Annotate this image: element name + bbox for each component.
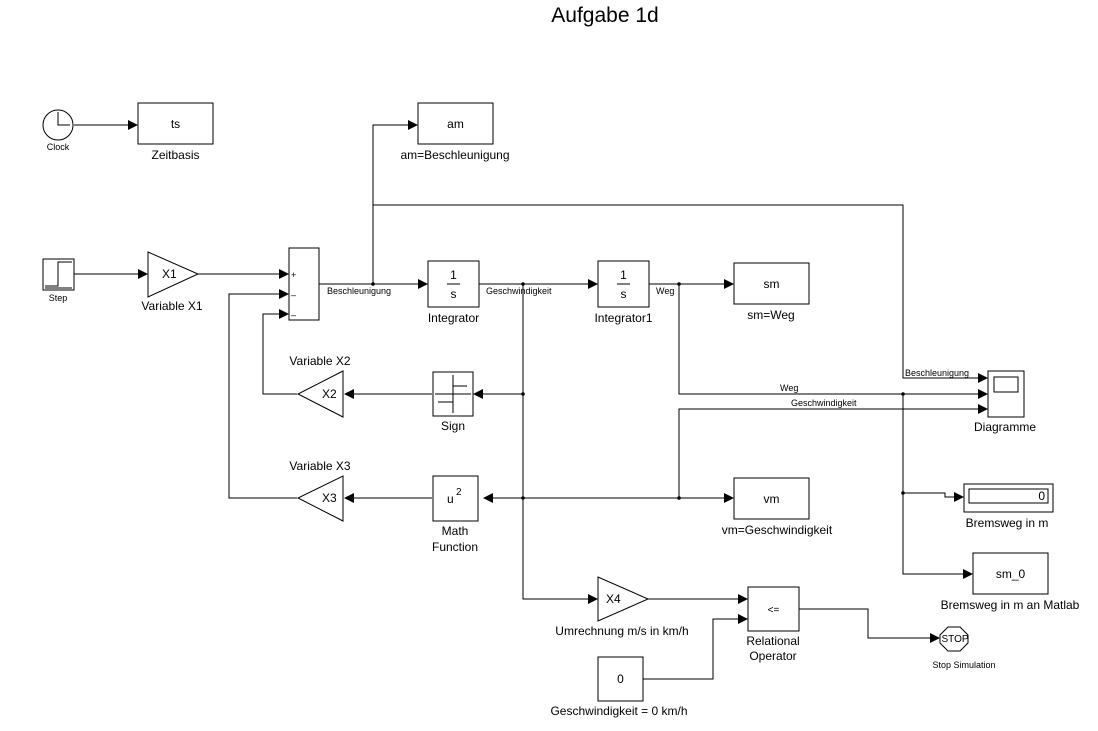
signal-label-scope-geschwindigkeit: Geschwindigkeit	[791, 398, 857, 408]
sm-content: sm	[764, 277, 780, 291]
integrator1-block[interactable]: 1 s Integrator1	[594, 260, 653, 325]
gain-x2-label: Variable X2	[289, 354, 350, 368]
sm-block[interactable]: sm sm=Weg	[733, 262, 810, 322]
relational-label-2: Operator	[749, 649, 796, 663]
signal-label-weg: Weg	[656, 286, 674, 296]
signal-label-beschleunigung: Beschleunigung	[327, 286, 391, 296]
wire-accel-scope[interactable]	[373, 204, 988, 383]
vm-content: vm	[764, 492, 780, 506]
wires	[74, 120, 988, 680]
step-label: Step	[49, 293, 68, 303]
sm0-label: Bremsweg in m an Matlab	[941, 598, 1080, 612]
junction-dot	[521, 496, 525, 500]
gain-x4-block[interactable]: X4 Umrechnung m/s in km/h	[555, 576, 689, 638]
clock-label: Clock	[47, 142, 70, 152]
integrator-label: Integrator	[428, 311, 479, 325]
integrator1-num: 1	[620, 268, 627, 282]
display-value: 0	[1038, 489, 1045, 503]
wire-accel-am[interactable]	[372, 120, 418, 284]
stop-content: STOP	[941, 634, 968, 645]
sum-port-minus-1: –	[291, 290, 296, 300]
stop-icon	[939, 626, 969, 652]
scope-label: Diagramme	[974, 420, 1036, 434]
sum-port-minus-2: –	[291, 310, 296, 320]
integrator-num: 1	[450, 268, 457, 282]
stop-label: Stop Simulation	[932, 660, 995, 670]
wire-vel-x4[interactable]	[522, 284, 598, 604]
constant-content: 0	[617, 672, 624, 686]
sum-block[interactable]: + – –	[288, 247, 320, 321]
vm-label: vm=Geschwindigkeit	[722, 523, 833, 537]
zeitbasis-content: ts	[171, 117, 180, 131]
wire-weg-scope[interactable]	[678, 284, 988, 399]
wire-const-relational[interactable]	[643, 614, 748, 680]
sign-label: Sign	[441, 419, 465, 433]
am-content: am	[447, 117, 464, 131]
signal-label-scope-beschleunigung: Beschleunigung	[905, 368, 969, 378]
signal-label-scope-weg: Weg	[780, 383, 798, 393]
stop-simulation-block[interactable]: STOP Stop Simulation	[932, 626, 996, 670]
zeitbasis-label: Zeitbasis	[151, 148, 199, 162]
junction-dot	[677, 282, 681, 286]
display-block[interactable]: 0 Bremsweg in m	[963, 483, 1054, 530]
junction-dot	[371, 282, 375, 286]
gain-x3-content: X3	[322, 491, 337, 505]
gain-x4-content: X4	[606, 592, 621, 606]
junction-dots	[371, 282, 905, 500]
wire-relational-stop[interactable]	[799, 608, 940, 643]
junction-dot	[521, 392, 525, 396]
scope-diagramme-block[interactable]: Diagramme	[974, 370, 1036, 434]
junction-dot	[677, 496, 681, 500]
gain-x1-content: X1	[162, 267, 177, 281]
scope-icon	[993, 376, 1019, 393]
gain-x2-content: X2	[322, 387, 337, 401]
clock-block[interactable]: Clock	[42, 109, 74, 152]
integrator-den: s	[451, 287, 457, 301]
am-label: am=Beschleunigung	[400, 148, 509, 162]
zeitbasis-block[interactable]: ts Zeitbasis	[137, 102, 214, 162]
wire-x2-sum[interactable]	[262, 309, 297, 395]
wire-x3-sum[interactable]	[228, 289, 297, 499]
relational-label-1: Relational	[746, 634, 799, 648]
sum-port-plus: +	[291, 270, 296, 280]
sign-block[interactable]: Sign	[432, 371, 474, 433]
gain-x4-label: Umrechnung m/s in km/h	[555, 624, 688, 638]
relational-content: <=	[768, 605, 780, 616]
sm-label: sm=Weg	[747, 308, 794, 322]
gain-x3-label: Variable X3	[289, 459, 350, 473]
wire-weg-display[interactable]	[902, 394, 964, 502]
relational-operator-block[interactable]: <= Relational Operator	[746, 586, 800, 663]
math-function-base: u	[447, 492, 454, 506]
gain-x2-block[interactable]: X2 Variable X2	[289, 354, 351, 418]
junction-dot	[901, 392, 905, 396]
math-function-block[interactable]: u 2 Math Function	[432, 475, 479, 554]
junction-dot	[901, 491, 905, 495]
diagram-title: Aufgabe 1d	[551, 4, 658, 27]
step-icon	[45, 261, 72, 287]
gain-x3-block[interactable]: X3 Variable X3	[289, 459, 351, 522]
junction-dot	[521, 282, 525, 286]
signal-label-geschwindigkeit: Geschwindigkeit	[486, 286, 552, 296]
math-function-label-1: Math	[442, 524, 469, 538]
gain-x1-label: Variable X1	[141, 299, 202, 313]
math-function-label-2: Function	[432, 540, 478, 554]
constant-block[interactable]: 0 Geschwindigkeit = 0 km/h	[550, 656, 688, 718]
sm0-content: sm_0	[996, 567, 1026, 581]
math-function-exp: 2	[456, 487, 462, 498]
step-block[interactable]: Step	[42, 258, 75, 303]
constant-label: Geschwindigkeit = 0 km/h	[550, 704, 687, 718]
integrator1-label: Integrator1	[594, 311, 652, 325]
wire-vel-scope[interactable]	[678, 404, 988, 498]
integrator-block[interactable]: 1 s Integrator	[427, 260, 480, 325]
wire-weg-sm0[interactable]	[902, 493, 973, 579]
gain-x1-block[interactable]: X1 Variable X1	[141, 251, 203, 313]
sm0-block[interactable]: sm_0 Bremsweg in m an Matlab	[941, 552, 1080, 612]
am-block[interactable]: am am=Beschleunigung	[400, 102, 510, 162]
integrator1-den: s	[621, 287, 627, 301]
vm-block[interactable]: vm vm=Geschwindigkeit	[722, 477, 833, 537]
display-label: Bremsweg in m	[966, 516, 1049, 530]
